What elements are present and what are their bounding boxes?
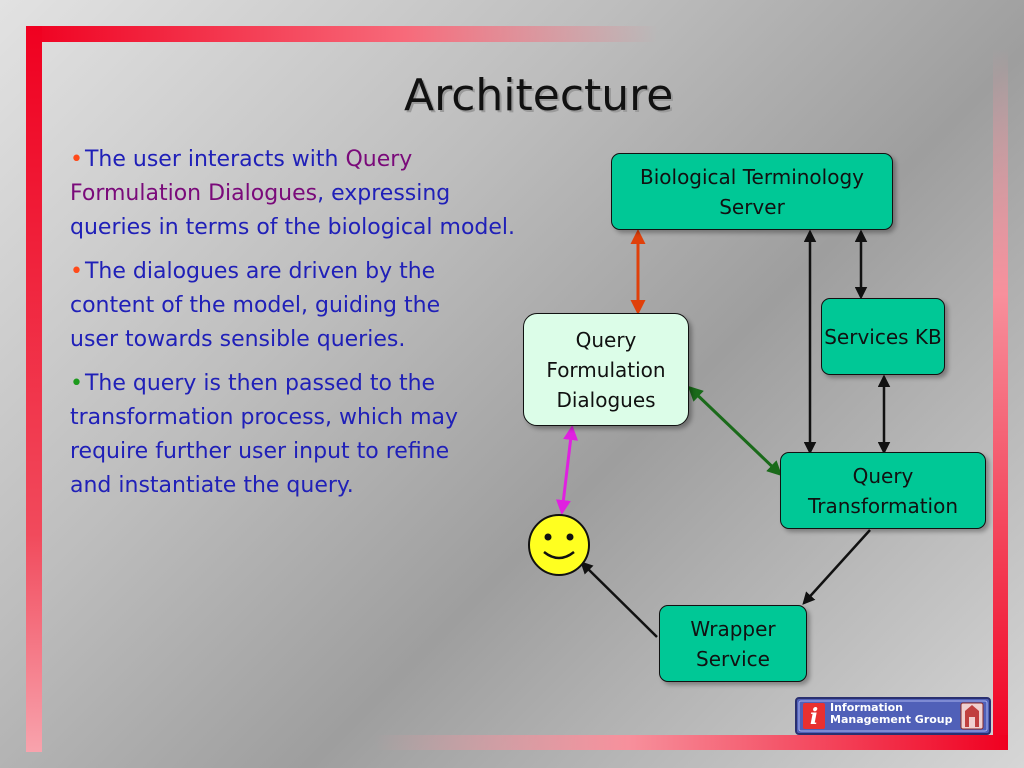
bullet-item-3: •The query is then passed to the transfo… bbox=[70, 367, 490, 503]
bullet-text: The dialogues are driven by the content … bbox=[70, 259, 441, 352]
logo-line-2: Management Group bbox=[830, 713, 953, 726]
user-smiley-icon bbox=[528, 514, 590, 576]
information-management-group-logo: i bbox=[795, 697, 991, 735]
frame-top-bar bbox=[26, 26, 658, 42]
bullet-item-2: •The dialogues are driven by the content… bbox=[70, 255, 460, 357]
node-query-transformation: Query Transformation bbox=[780, 452, 986, 529]
node-biological-terminology-server: Biological Terminology Server bbox=[611, 153, 893, 230]
frame-right-bar bbox=[993, 48, 1008, 750]
bullet-highlight: Query Formulation Dialogues bbox=[70, 147, 413, 206]
node-query-formulation-dialogues: Query Formulation Dialogues bbox=[523, 313, 689, 426]
logo-text: Information Management Group bbox=[830, 702, 953, 726]
bullet-dot: • bbox=[70, 147, 83, 172]
bullet-text: The query is then passed to the transfor… bbox=[70, 371, 459, 498]
bullet-text: , expressing queries in terms of the bio… bbox=[70, 181, 516, 240]
logo-line-1: Information bbox=[830, 701, 903, 714]
frame-bottom-bar bbox=[374, 735, 1008, 750]
slide-title: Architecture bbox=[404, 70, 674, 121]
svg-text:i: i bbox=[810, 704, 818, 730]
bullet-dot: • bbox=[70, 371, 83, 396]
node-wrapper-service: Wrapper Service bbox=[659, 605, 807, 682]
bullet-list: •The user interacts with Query Formulati… bbox=[70, 143, 530, 513]
frame-left-bar bbox=[26, 26, 42, 752]
node-services-kb: Services KB bbox=[821, 298, 945, 375]
bullet-text: The user interacts with bbox=[84, 147, 346, 172]
bullet-item-1: •The user interacts with Query Formulati… bbox=[70, 143, 530, 245]
bullet-dot: • bbox=[70, 259, 83, 284]
